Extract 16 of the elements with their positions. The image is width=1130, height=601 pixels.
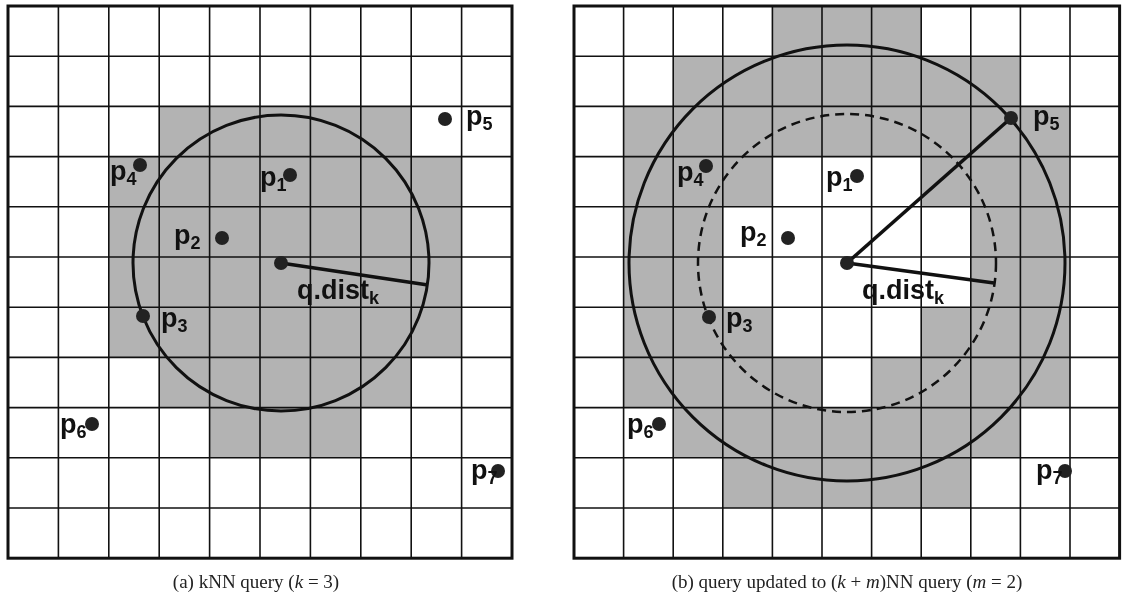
figure-caption: (b) query updated to (k + m)NN query (m = 2) — [671, 572, 1023, 591]
point-label: p$_{2}$ — [740, 219, 767, 246]
point-label: p$_{6}$ — [627, 411, 654, 438]
point-label: p$_{1}$ — [826, 164, 853, 191]
figure-caption: (a) kNN query (k = 3) — [172, 572, 340, 591]
point-label: p$_{3}$ — [161, 305, 188, 332]
point-label: p$_{2}$ — [174, 222, 201, 249]
point-label: p$_{1}$ — [260, 164, 287, 191]
point-label: p$_{4}$ — [677, 159, 704, 186]
point-label: p$_{7}$ — [1036, 457, 1063, 484]
point-label: p$_{5}$ — [1033, 103, 1060, 130]
point-label: p$_{5}$ — [466, 103, 493, 130]
point-label: p$_{7}$ — [471, 457, 498, 484]
point-label: p$_{4}$ — [110, 158, 137, 185]
point-label: p$_{6}$ — [60, 411, 87, 438]
point-label: p$_{3}$ — [726, 305, 753, 332]
